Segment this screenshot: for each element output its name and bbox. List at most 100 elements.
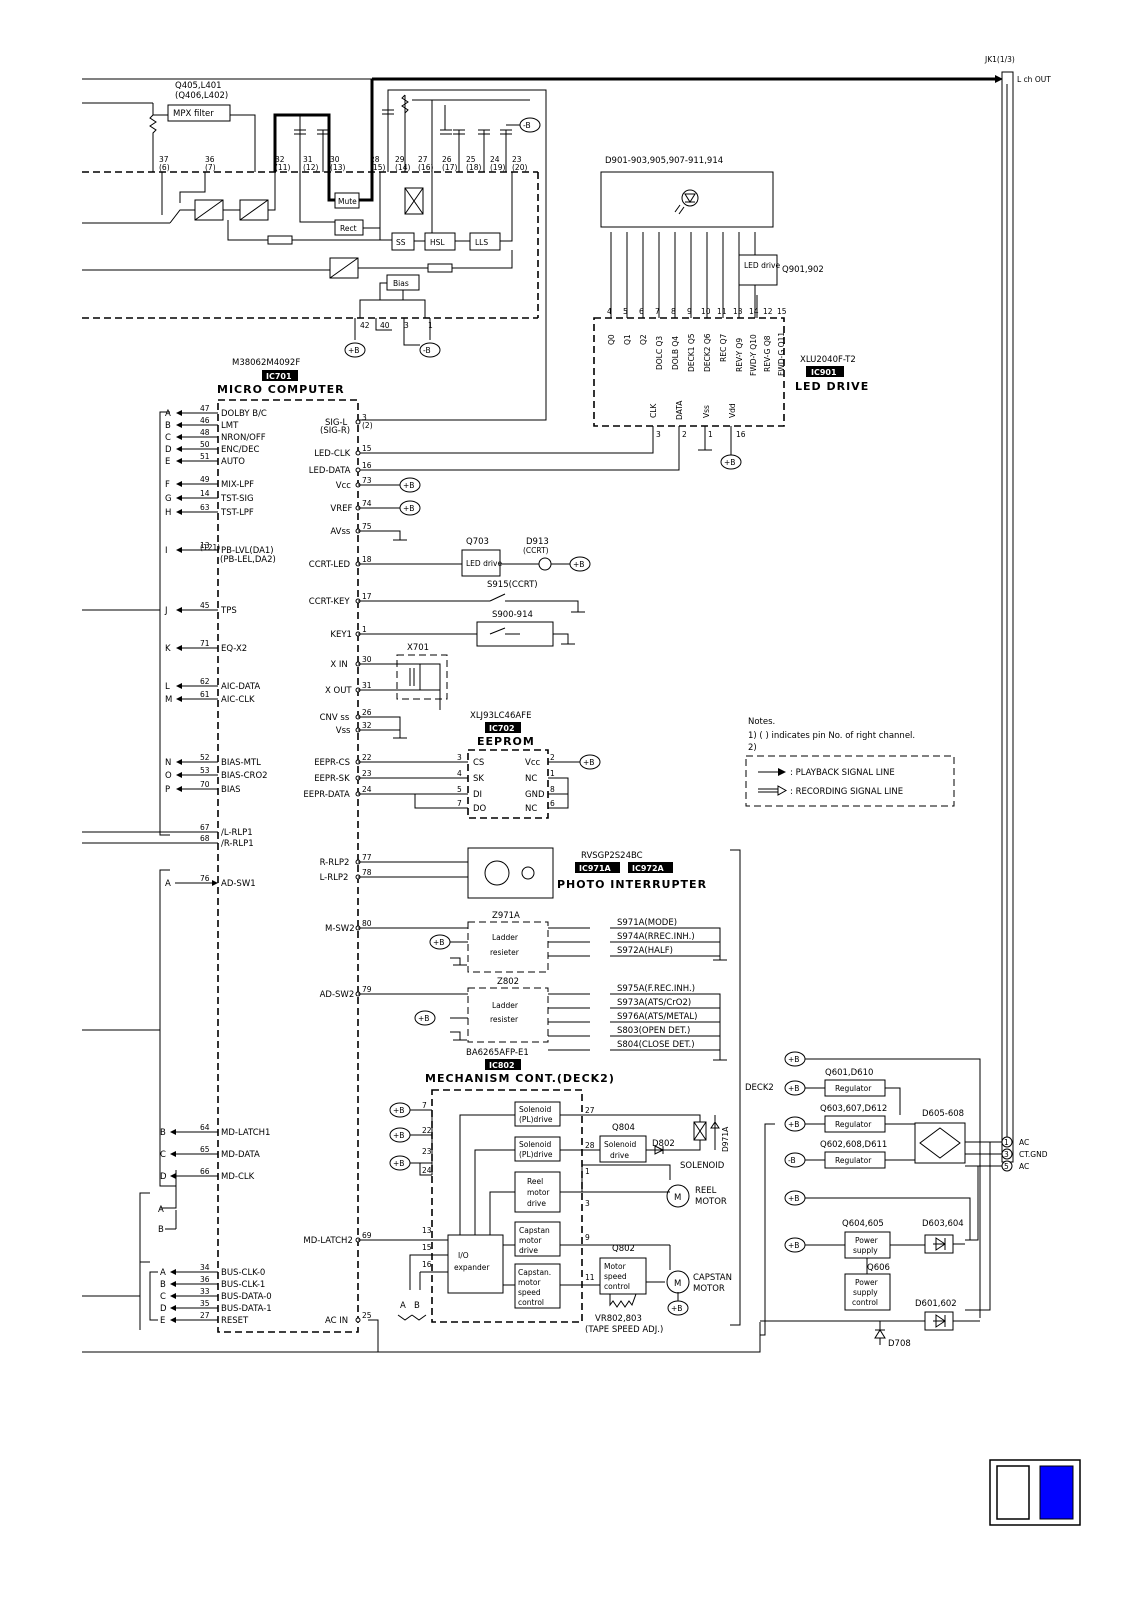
svg-text:S974A(RREC.INH.): S974A(RREC.INH.) (617, 932, 695, 942)
svg-text:46: 46 (200, 416, 210, 425)
mcu-pin-bus-clk-1: BUS-CLK-1 (221, 1280, 265, 1290)
svg-text:S804(CLOSE DET.): S804(CLOSE DET.) (617, 1040, 695, 1050)
svg-text:-B: -B (523, 121, 531, 130)
svg-text:M: M (674, 1193, 681, 1203)
svg-text:motor: motor (527, 1188, 550, 1197)
svg-text:17: 17 (362, 592, 372, 601)
svg-text:14: 14 (749, 307, 759, 316)
power-supply-control (844, 1273, 891, 1311)
svg-text:D605-608: D605-608 (922, 1109, 964, 1119)
lch-out-label: L ch OUT (1017, 75, 1051, 84)
svg-text:62: 62 (200, 677, 210, 686)
ccrt-led-drive (461, 549, 501, 577)
svg-text:(SIG-R): (SIG-R) (320, 426, 350, 436)
svg-text:IC971A: IC971A (579, 864, 612, 873)
svg-text:68: 68 (200, 834, 210, 843)
svg-text:(16): (16) (418, 163, 433, 172)
svg-text:(6): (6) (159, 163, 170, 172)
mcu-rpin-x-in: X IN (330, 660, 347, 670)
svg-text:Regulator: Regulator (835, 1120, 872, 1129)
mcu-pin-mix-lpf: MIX-LPF (221, 480, 254, 490)
svg-text:Vcc: Vcc (525, 758, 540, 768)
svg-text:13: 13 (200, 541, 210, 550)
led-display-ref: D901-903,905,907-911,914 (605, 156, 723, 166)
svg-text:53: 53 (200, 766, 210, 775)
svg-text:motor: motor (518, 1278, 541, 1287)
mcu-rpin-ccrt-led: CCRT-LED (309, 560, 351, 570)
bus-letter-o: O (165, 771, 172, 781)
svg-text:+B: +B (403, 504, 414, 513)
svg-text:Ladder: Ladder (492, 933, 519, 942)
svg-text:Q606: Q606 (867, 1263, 890, 1273)
mcu-pin-auto: AUTO (221, 457, 245, 467)
svg-text:Q602,608,D611: Q602,608,D611 (820, 1140, 887, 1150)
svg-text:+B: +B (418, 1014, 429, 1023)
svg-text:2: 2 (550, 753, 555, 762)
q802-motor-speed-control (599, 1257, 647, 1295)
svg-text:31: 31 (303, 155, 313, 164)
mcu-pin-eq-x2: EQ-X2 (221, 644, 247, 654)
svg-text:(14): (14) (395, 163, 410, 172)
svg-text:drive: drive (610, 1151, 629, 1160)
solenoid-drive-2 (514, 1136, 561, 1162)
bus-letter-g: G (165, 494, 172, 504)
svg-text:REC Q7: REC Q7 (719, 334, 728, 362)
svg-text:1: 1 (362, 625, 367, 634)
svg-text:37: 37 (159, 155, 169, 164)
svg-text:4: 4 (457, 769, 462, 778)
mcu-pin-tps: TPS (220, 606, 237, 616)
svg-text:61: 61 (200, 690, 210, 699)
svg-text:(18): (18) (466, 163, 481, 172)
photo-interrupter (467, 847, 554, 899)
svg-text:supply: supply (853, 1288, 878, 1297)
plus-b-ladder1 (429, 934, 451, 950)
mcu-pin-lmt: LMT (221, 421, 239, 431)
svg-text:13: 13 (422, 1226, 432, 1235)
svg-text:1: 1 (708, 430, 713, 439)
ic701-box (217, 399, 359, 1333)
svg-text:DOLC Q3: DOLC Q3 (655, 336, 664, 370)
svg-text:7: 7 (655, 307, 660, 316)
svg-text:5: 5 (623, 307, 628, 316)
photo-interrupter-title: PHOTO INTERRUPTER (557, 878, 707, 891)
svg-text:IC972A: IC972A (632, 864, 665, 873)
ic901-box (593, 317, 785, 427)
bus-letter-p: P (165, 785, 170, 795)
jk1-label: JK1(1/3) (984, 55, 1015, 64)
svg-text:+B: +B (788, 1084, 799, 1093)
svg-text:34: 34 (200, 1263, 210, 1272)
analog-signal-section: Q405,L401 (Q406,L402) MPX filter 37(6) 3… (82, 75, 1003, 421)
svg-text:supply: supply (853, 1246, 878, 1255)
svg-text:DECK2: DECK2 (745, 1083, 774, 1093)
q804-solenoid-drive (599, 1135, 647, 1163)
plus-b-mech-2 (389, 1127, 411, 1143)
mcu-rpin-led-clk: LED-CLK (314, 449, 350, 459)
svg-text:+B: +B (393, 1159, 404, 1168)
svg-text:GND: GND (525, 790, 545, 800)
q901-label: Q901,902 (782, 265, 824, 275)
jk1-connector: JK1(1/3) 15 L ch OUT 1 3 5 AC CT.GND AC (984, 55, 1051, 1172)
svg-text:+B: +B (393, 1131, 404, 1140)
top-pin-labels: 37(6) 36(7) 32(11) 31(12) 30(13) 28(15) … (159, 155, 527, 172)
svg-text:DOLB Q4: DOLB Q4 (671, 336, 680, 370)
notes-item-2: 2) (748, 743, 757, 753)
plus-b-mech-3 (389, 1155, 411, 1171)
plus-b-node-ic901 (720, 454, 742, 470)
svg-text:74: 74 (362, 499, 372, 508)
svg-text:D603,604: D603,604 (922, 1219, 964, 1229)
plus-b-node-bias (344, 342, 366, 358)
bus-letter-a: A (165, 409, 171, 419)
led-drive-q901 (738, 254, 778, 286)
svg-text:LED drive: LED drive (744, 261, 780, 270)
svg-text:24: 24 (490, 155, 500, 164)
mcu-rpin-ac-in: AC IN (325, 1316, 348, 1326)
svg-text:51: 51 (200, 452, 210, 461)
svg-text:SK: SK (473, 774, 484, 784)
mcu-pin-enc-dec: ENC/DEC (221, 445, 259, 455)
svg-text:22: 22 (422, 1126, 432, 1135)
svg-text:5: 5 (457, 785, 462, 794)
mcu-rpin-x-out: X OUT (325, 686, 352, 696)
svg-text:50: 50 (200, 440, 210, 449)
mcu-pin-tst-lpf: TST-LPF (220, 508, 254, 518)
